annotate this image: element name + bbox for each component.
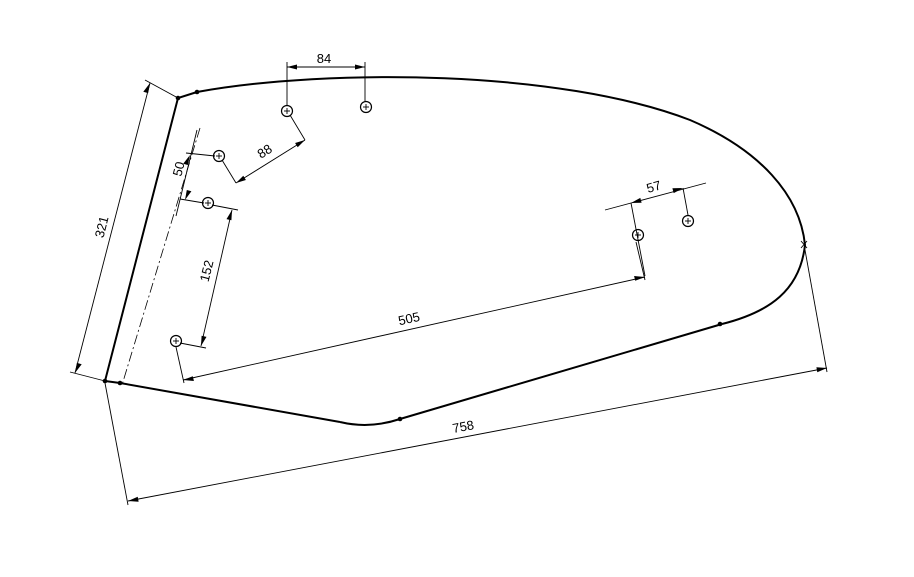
outline-top-curve (196, 76, 807, 325)
vertex-marker (717, 321, 723, 327)
dimension-84: 84 (286, 51, 366, 105)
dimension-label-88: 88 (255, 141, 275, 161)
dimension-152: 152 (179, 204, 239, 349)
outline-left-edge (104, 91, 198, 382)
hole-right-b (681, 214, 695, 228)
dimension-label-505: 505 (397, 309, 421, 328)
hole-top-left (280, 104, 294, 118)
holes (169, 100, 695, 348)
hole-top-right (359, 100, 373, 114)
dimension-label-152: 152 (197, 259, 217, 284)
dimension-label-321: 321 (92, 215, 112, 240)
dimension-50: 50 (170, 129, 216, 217)
tangent-marker (800, 240, 808, 249)
vertex-marker (397, 416, 403, 422)
outline-bottom-fillet (339, 418, 401, 427)
dimension-321: 321 (69, 79, 179, 382)
outline-bottom-left-edge (119, 382, 341, 423)
vertex-marker (117, 380, 123, 386)
hole-mid-left (212, 149, 226, 163)
outline-lower-right-edge (399, 323, 723, 420)
dimension-label-57: 57 (645, 177, 663, 195)
dimension-label-84: 84 (317, 51, 331, 66)
hole-left-upper (201, 196, 215, 210)
dimension-505: 505 (175, 241, 646, 384)
part-outline (102, 76, 808, 427)
dimension-label-758: 758 (451, 417, 475, 436)
dimension-57: 57 (604, 177, 707, 277)
hole-left-lower (169, 334, 183, 348)
dimension-758: 758 (104, 249, 828, 506)
outline-corner-edge (104, 380, 121, 384)
dimension-label-50: 50 (170, 160, 188, 178)
dimension-88: 88 (221, 114, 306, 184)
vertex-marker (194, 89, 200, 95)
